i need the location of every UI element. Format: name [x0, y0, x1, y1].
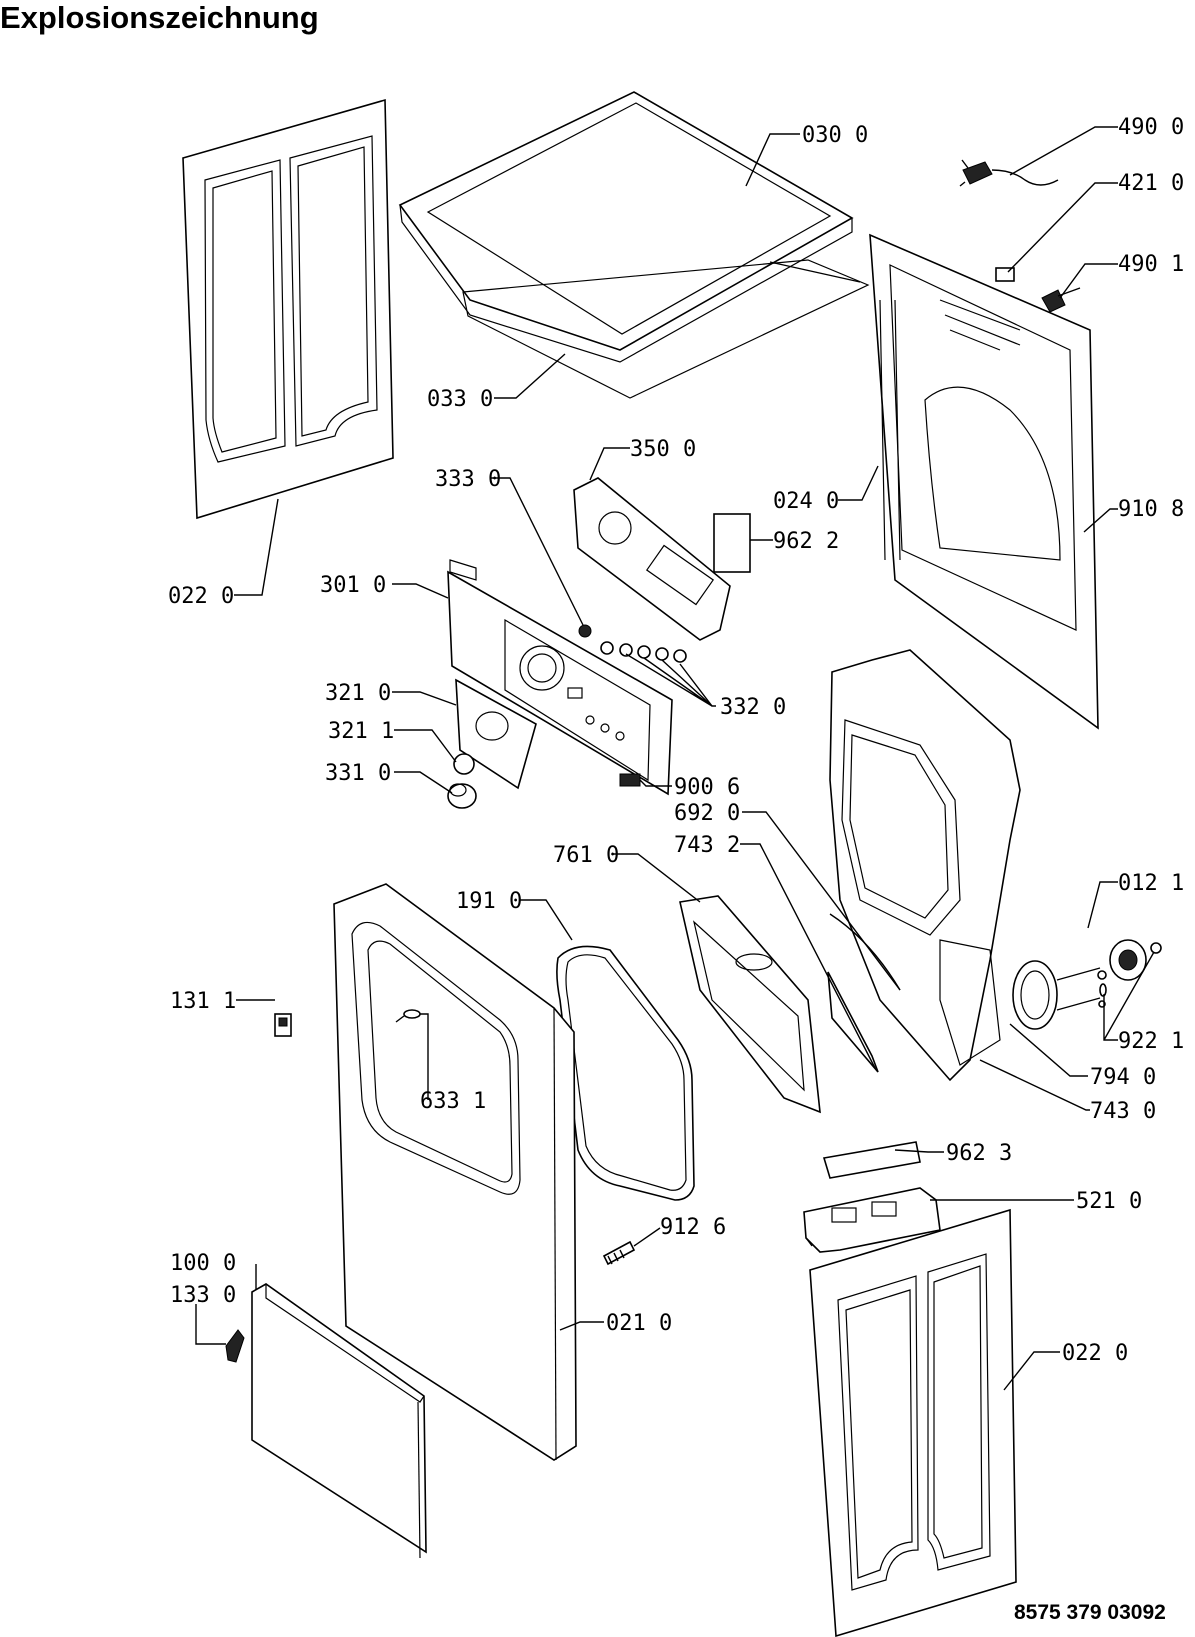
part-label-910-8: 910 8	[1118, 497, 1184, 522]
small-connector	[619, 773, 641, 787]
rear-panel	[869, 233, 1099, 730]
part-labels: 030 0 490 0 421 0 490 1 033 0 350 0 333 …	[168, 115, 1184, 1366]
knob-ring	[453, 753, 475, 775]
part-label-633-1: 633 1	[420, 1089, 486, 1114]
part-label-332-0: 332 0	[720, 695, 786, 720]
top-lid	[398, 91, 854, 363]
part-label-301-0: 301 0	[320, 573, 386, 598]
knob	[447, 783, 477, 809]
side-panel-right	[809, 1208, 1017, 1637]
service-door	[251, 1283, 427, 1559]
knob-panel	[455, 678, 537, 790]
connector-block	[995, 267, 1015, 282]
part-label-133-0: 133 0	[170, 1283, 236, 1308]
door-hook	[395, 1009, 421, 1023]
air-duct-assembly	[829, 649, 1021, 1082]
part-label-030-0: 030 0	[802, 123, 868, 148]
part-label-350-0: 350 0	[630, 437, 696, 462]
part-label-333-0: 333 0	[435, 467, 501, 492]
part-label-900-6: 900 6	[674, 775, 740, 800]
part-label-743-2: 743 2	[674, 833, 740, 858]
side-panel-left	[182, 98, 394, 520]
part-label-962-3: 962 3	[946, 1141, 1012, 1166]
button-set	[600, 641, 687, 663]
part-label-321-0: 321 0	[325, 681, 391, 706]
part-label-100-0: 100 0	[170, 1251, 236, 1276]
part-label-761-0: 761 0	[553, 843, 619, 868]
screw	[602, 1240, 636, 1266]
part-label-321-1: 321 1	[328, 719, 394, 744]
electronic-module	[803, 1141, 941, 1253]
part-label-012-1: 012 1	[1118, 871, 1184, 896]
power-cord	[959, 159, 1059, 187]
part-label-912-6: 912 6	[660, 1215, 726, 1240]
door-latch	[274, 1013, 292, 1037]
part-label-922-1: 922 1	[1118, 1029, 1184, 1054]
part-label-021-0: 021 0	[606, 1311, 672, 1336]
front-panel	[333, 883, 577, 1461]
label-sheet	[713, 513, 751, 573]
part-label-331-0: 331 0	[325, 761, 391, 786]
leader-lines	[195, 126, 1155, 1391]
control-panel	[447, 559, 673, 796]
fluff-filter	[679, 895, 821, 1114]
button-single	[578, 624, 592, 638]
part-label-421-0: 421 0	[1118, 171, 1184, 196]
part-label-692-0: 692 0	[674, 801, 740, 826]
document-number: 8575 379 03092	[1014, 1601, 1166, 1624]
part-label-743-0: 743 0	[1090, 1099, 1156, 1124]
page-title: Explosionszeichnung	[0, 0, 319, 35]
fan-assembly	[1012, 939, 1162, 1030]
part-label-490-1: 490 1	[1118, 252, 1184, 277]
part-label-131-1: 131 1	[170, 989, 236, 1014]
pins	[1098, 983, 1107, 1008]
control-board	[573, 477, 731, 641]
part-label-521-0: 521 0	[1076, 1189, 1142, 1214]
part-label-033-0: 033 0	[427, 387, 493, 412]
seal-strip	[827, 971, 879, 1073]
part-label-962-2: 962 2	[773, 529, 839, 554]
part-label-022-0-bottom: 022 0	[1062, 1341, 1128, 1366]
door-seal	[556, 945, 695, 1201]
door-hinge	[225, 1329, 245, 1363]
part-label-022-0-top: 022 0	[168, 584, 234, 609]
part-label-191-0: 191 0	[456, 889, 522, 914]
part-label-794-0: 794 0	[1090, 1065, 1156, 1090]
lid-support-plate	[462, 259, 870, 399]
part-label-024-0: 024 0	[773, 489, 839, 514]
part-label-490-0: 490 0	[1118, 115, 1184, 140]
